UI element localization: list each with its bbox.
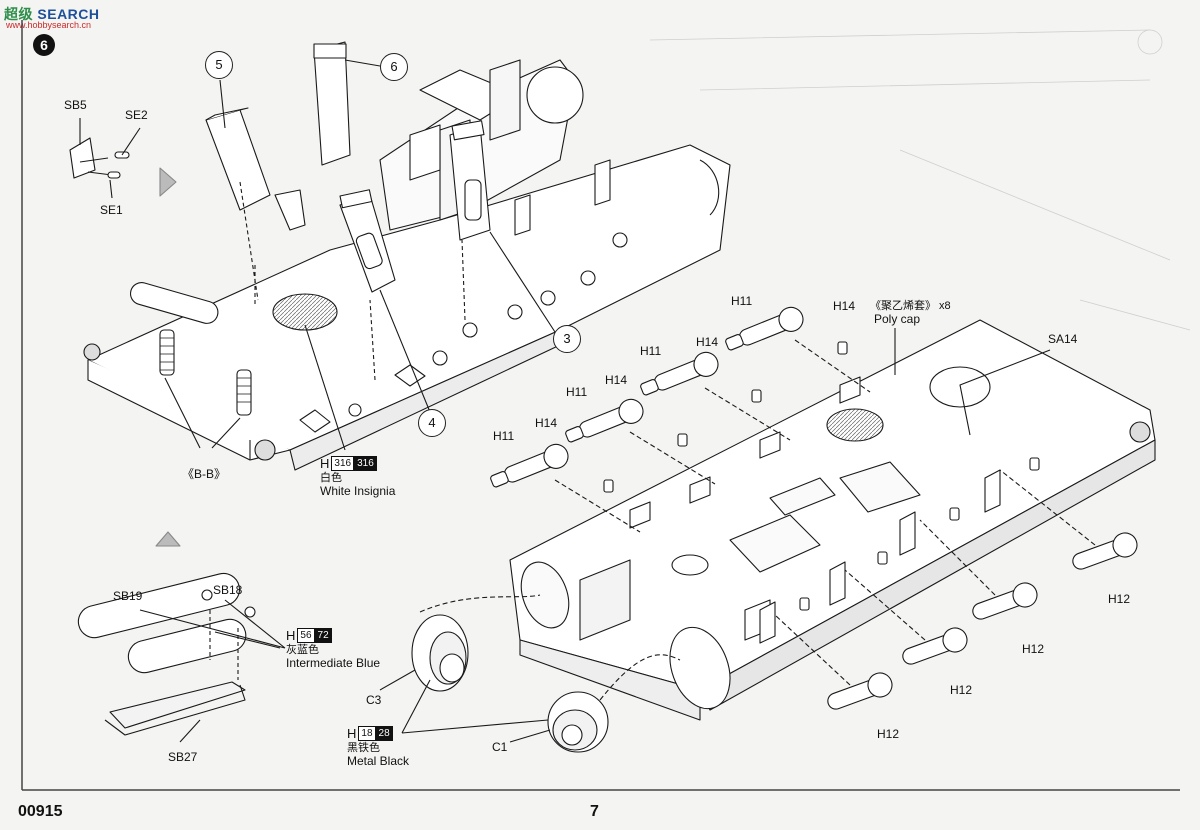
part-label-se2: SE2 <box>125 108 148 122</box>
paint-name-en: White Insignia <box>320 484 396 498</box>
poly-cap-label: Poly cap <box>874 312 921 326</box>
callout-5: 5 <box>205 51 233 79</box>
part-label-h11: H11 <box>493 429 515 443</box>
part-label-sb5: SB5 <box>64 98 87 112</box>
poly-caps-h14 <box>603 341 1040 611</box>
part-label-sb18: SB18 <box>213 583 243 597</box>
part-label-h11: H11 <box>731 294 753 308</box>
section-label-bb: 《B-B》 <box>182 467 227 481</box>
part-label-sb19: SB19 <box>113 589 143 603</box>
sb5-assembly <box>69 137 130 179</box>
swing-arms-h11 <box>490 306 804 488</box>
part-label-h12: H12 <box>1022 642 1045 656</box>
part-label-c3: C3 <box>366 693 382 707</box>
part-label-h14: H14 <box>605 373 628 387</box>
callout-4: 4 <box>418 409 446 437</box>
step-number-badge: 6 <box>33 34 55 56</box>
paint-name-cn: 黑铁色 <box>347 742 380 754</box>
site-watermark: 超级 SEARCH <box>4 6 100 22</box>
part-label-se1: SE1 <box>100 203 123 217</box>
swing-arms-h12 <box>827 532 1138 710</box>
callout-3: 3 <box>553 325 581 353</box>
part-label-h14: H14 <box>833 299 856 313</box>
part-label-sb27: SB27 <box>168 750 198 764</box>
paint-name-en: Intermediate Blue <box>286 656 381 670</box>
part-label-h11: H11 <box>640 344 662 358</box>
part-label-h14: H14 <box>696 335 719 349</box>
part-label-h11: H11 <box>566 385 588 399</box>
kit-number: 00915 <box>18 803 63 820</box>
site-url: www.hobbysearch.cn <box>6 20 92 30</box>
idler-wheels <box>411 614 609 753</box>
part-label-h12: H12 <box>950 683 973 697</box>
poly-cap-count: 《聚乙烯套》 x8 <box>870 300 951 312</box>
paint-name-en: Metal Black <box>347 754 410 768</box>
part-label-h12: H12 <box>877 727 900 741</box>
lower-hull-lower <box>509 319 1156 721</box>
part-label-h14: H14 <box>535 416 558 430</box>
page-number: 7 <box>590 803 599 820</box>
callout-6: 6 <box>380 53 408 81</box>
part-label-h12: H12 <box>1108 592 1131 606</box>
part-label-c1: C1 <box>492 740 508 754</box>
paint-name-cn: 灰蓝色 <box>286 644 319 656</box>
torsion-posts <box>205 41 491 293</box>
paint-name-cn: 白色 <box>320 472 342 484</box>
part-label-sa14: SA14 <box>1048 332 1078 346</box>
